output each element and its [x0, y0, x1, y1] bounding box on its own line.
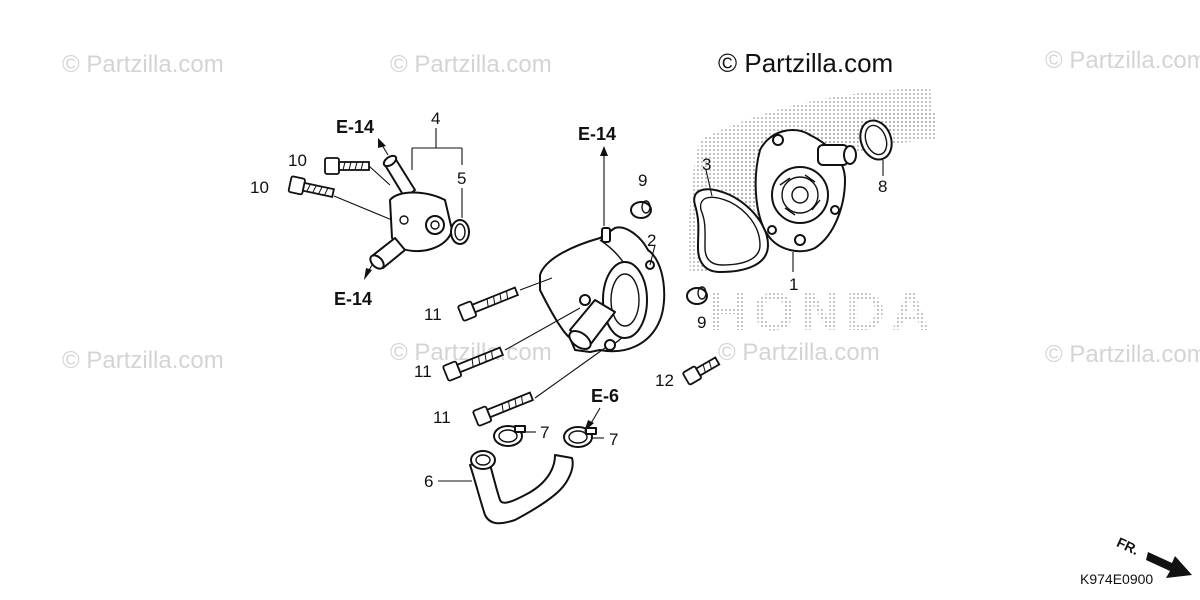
bolt-10-lower	[287, 175, 335, 199]
callout-12: 12	[655, 371, 674, 390]
bolt-11-bottom	[472, 391, 535, 427]
callout-3: 3	[702, 155, 711, 174]
watermark: © Partzilla.com	[62, 51, 224, 78]
callout-11-bottom: 11	[433, 408, 451, 427]
callout-9-top: 9	[638, 171, 647, 190]
callout-8: 8	[878, 177, 887, 196]
copyright-label: © Partzilla.com	[718, 48, 893, 78]
gasket-3	[693, 169, 769, 273]
hose-clamp-7-left	[493, 425, 536, 447]
watermark: © Partzilla.com	[1045, 341, 1200, 368]
o-ring-8	[859, 119, 893, 176]
callout-10-upper: 10	[288, 151, 307, 170]
o-ring-5	[450, 219, 470, 245]
bolt-11-top	[457, 286, 520, 322]
callout-7-left: 7	[540, 423, 549, 442]
watermark: © Partzilla.com	[390, 51, 552, 78]
callout-1: 1	[789, 275, 798, 294]
bolt-10-upper	[324, 157, 370, 175]
dowel-pin-9-bottom	[686, 286, 708, 305]
ref-e14-center: E-14	[578, 124, 616, 144]
bolt-11-middle	[442, 346, 505, 382]
callout-9-bottom: 9	[697, 313, 706, 332]
callout-2: 2	[647, 231, 656, 250]
callout-10-lower: 10	[250, 178, 269, 197]
water-pump-body	[754, 129, 857, 272]
callout-6: 6	[424, 472, 433, 491]
callout-5: 5	[457, 169, 466, 188]
watermark-group: © Partzilla.com © Partzilla.com © Partzi…	[62, 47, 1200, 374]
hose-clamp-7-right	[563, 407, 604, 448]
callout-4: 4	[431, 109, 440, 128]
callout-11-middle: 11	[414, 362, 432, 381]
callout-11-top: 11	[424, 305, 442, 324]
callout-7-right: 7	[609, 430, 618, 449]
water-hose-6	[438, 450, 574, 525]
water-joint-assembly	[287, 128, 470, 280]
bolt-leaders	[504, 277, 606, 399]
watermark: © Partzilla.com	[62, 347, 224, 374]
water-pump-cover	[539, 146, 666, 353]
diagram-code: K974E0900	[1080, 571, 1153, 587]
ref-e14-bottom-left: E-14	[334, 289, 372, 309]
bolt-12	[682, 356, 721, 386]
dowel-pin-9-top	[630, 200, 652, 219]
watermark: © Partzilla.com	[718, 339, 880, 366]
ref-e6: E-6	[591, 386, 619, 406]
honda-logo-text: HONDA	[708, 282, 936, 342]
front-label: FR.	[1114, 534, 1141, 558]
watermark: © Partzilla.com	[1045, 47, 1200, 74]
ref-e14-top-left: E-14	[336, 117, 374, 137]
